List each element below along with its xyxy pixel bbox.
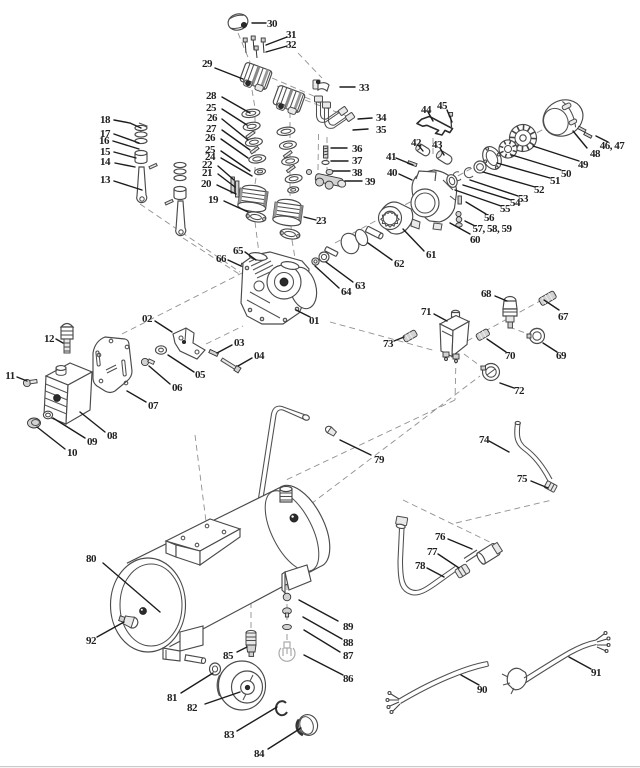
svg-text:21: 21 [202,167,212,179]
svg-text:06: 06 [172,382,183,394]
svg-text:42: 42 [411,137,422,149]
svg-text:01: 01 [309,315,319,327]
svg-text:54: 54 [510,197,521,209]
svg-text:74: 74 [479,434,490,446]
svg-text:53: 53 [518,193,529,205]
svg-text:56: 56 [484,212,495,224]
svg-text:70: 70 [505,350,516,362]
svg-text:88: 88 [343,637,354,649]
svg-text:63: 63 [355,280,366,292]
svg-text:72: 72 [514,385,525,397]
svg-text:76: 76 [435,531,446,543]
svg-text:26: 26 [205,132,216,144]
svg-text:11: 11 [5,370,14,382]
svg-text:78: 78 [415,560,426,572]
svg-text:13: 13 [100,174,111,186]
svg-text:84: 84 [254,748,265,760]
svg-text:65: 65 [233,245,244,257]
svg-text:66: 66 [216,253,227,265]
svg-text:89: 89 [343,621,354,633]
svg-text:69: 69 [556,350,567,362]
svg-text:91: 91 [591,667,601,679]
svg-text:02: 02 [142,313,153,325]
svg-text:31: 31 [286,29,296,41]
svg-text:48: 48 [590,148,601,160]
svg-text:82: 82 [187,702,198,714]
svg-text:26: 26 [207,112,218,124]
svg-text:44: 44 [421,104,432,116]
svg-text:57, 58, 59: 57, 58, 59 [473,223,513,235]
svg-text:23: 23 [316,215,327,227]
svg-text:17: 17 [100,128,111,140]
svg-text:25: 25 [206,102,217,114]
svg-text:25: 25 [205,144,216,156]
svg-text:87: 87 [343,650,354,662]
svg-text:14: 14 [100,156,111,168]
svg-text:09: 09 [87,436,98,448]
svg-text:38: 38 [352,167,363,179]
svg-text:77: 77 [427,546,438,558]
svg-text:60: 60 [470,234,481,246]
svg-text:34: 34 [376,112,387,124]
svg-text:22: 22 [202,159,213,171]
svg-text:27: 27 [206,123,217,135]
svg-text:08: 08 [107,430,118,442]
svg-text:50: 50 [561,168,572,180]
svg-text:35: 35 [376,124,387,136]
svg-text:40: 40 [387,167,398,179]
svg-text:83: 83 [224,729,235,741]
svg-text:61: 61 [426,249,436,261]
svg-text:33: 33 [359,82,370,94]
svg-text:20: 20 [201,178,212,190]
svg-text:80: 80 [86,553,97,565]
svg-text:43: 43 [432,139,443,151]
svg-text:64: 64 [341,286,352,298]
svg-text:46, 47: 46, 47 [600,140,626,152]
svg-text:05: 05 [195,369,206,381]
svg-text:68: 68 [481,288,492,300]
svg-text:55: 55 [500,203,511,215]
svg-text:37: 37 [352,155,363,167]
svg-text:32: 32 [286,39,297,51]
svg-text:19: 19 [208,194,219,206]
svg-text:52: 52 [534,184,545,196]
svg-text:81: 81 [167,692,177,704]
svg-text:28: 28 [206,90,217,102]
svg-text:71: 71 [421,306,431,318]
svg-text:73: 73 [383,338,394,350]
svg-text:03: 03 [234,337,245,349]
svg-text:24: 24 [205,151,216,163]
svg-text:18: 18 [100,114,111,126]
svg-text:51: 51 [550,175,560,187]
svg-text:79: 79 [374,454,385,466]
svg-text:36: 36 [352,143,363,155]
svg-text:62: 62 [394,258,405,270]
svg-text:86: 86 [343,673,354,685]
svg-text:04: 04 [254,350,265,362]
svg-text:30: 30 [267,18,278,30]
svg-text:07: 07 [148,400,159,412]
svg-text:15: 15 [100,146,111,158]
svg-text:16: 16 [99,135,110,147]
svg-text:92: 92 [86,635,97,647]
svg-text:39: 39 [365,176,376,188]
svg-text:85: 85 [223,650,234,662]
svg-text:45: 45 [437,100,448,112]
svg-text:29: 29 [202,58,213,70]
svg-text:10: 10 [67,447,78,459]
svg-text:75: 75 [517,473,528,485]
svg-text:49: 49 [578,159,589,171]
svg-text:90: 90 [477,684,488,696]
svg-text:12: 12 [44,333,55,345]
svg-text:41: 41 [386,151,396,163]
svg-text:67: 67 [558,311,569,323]
